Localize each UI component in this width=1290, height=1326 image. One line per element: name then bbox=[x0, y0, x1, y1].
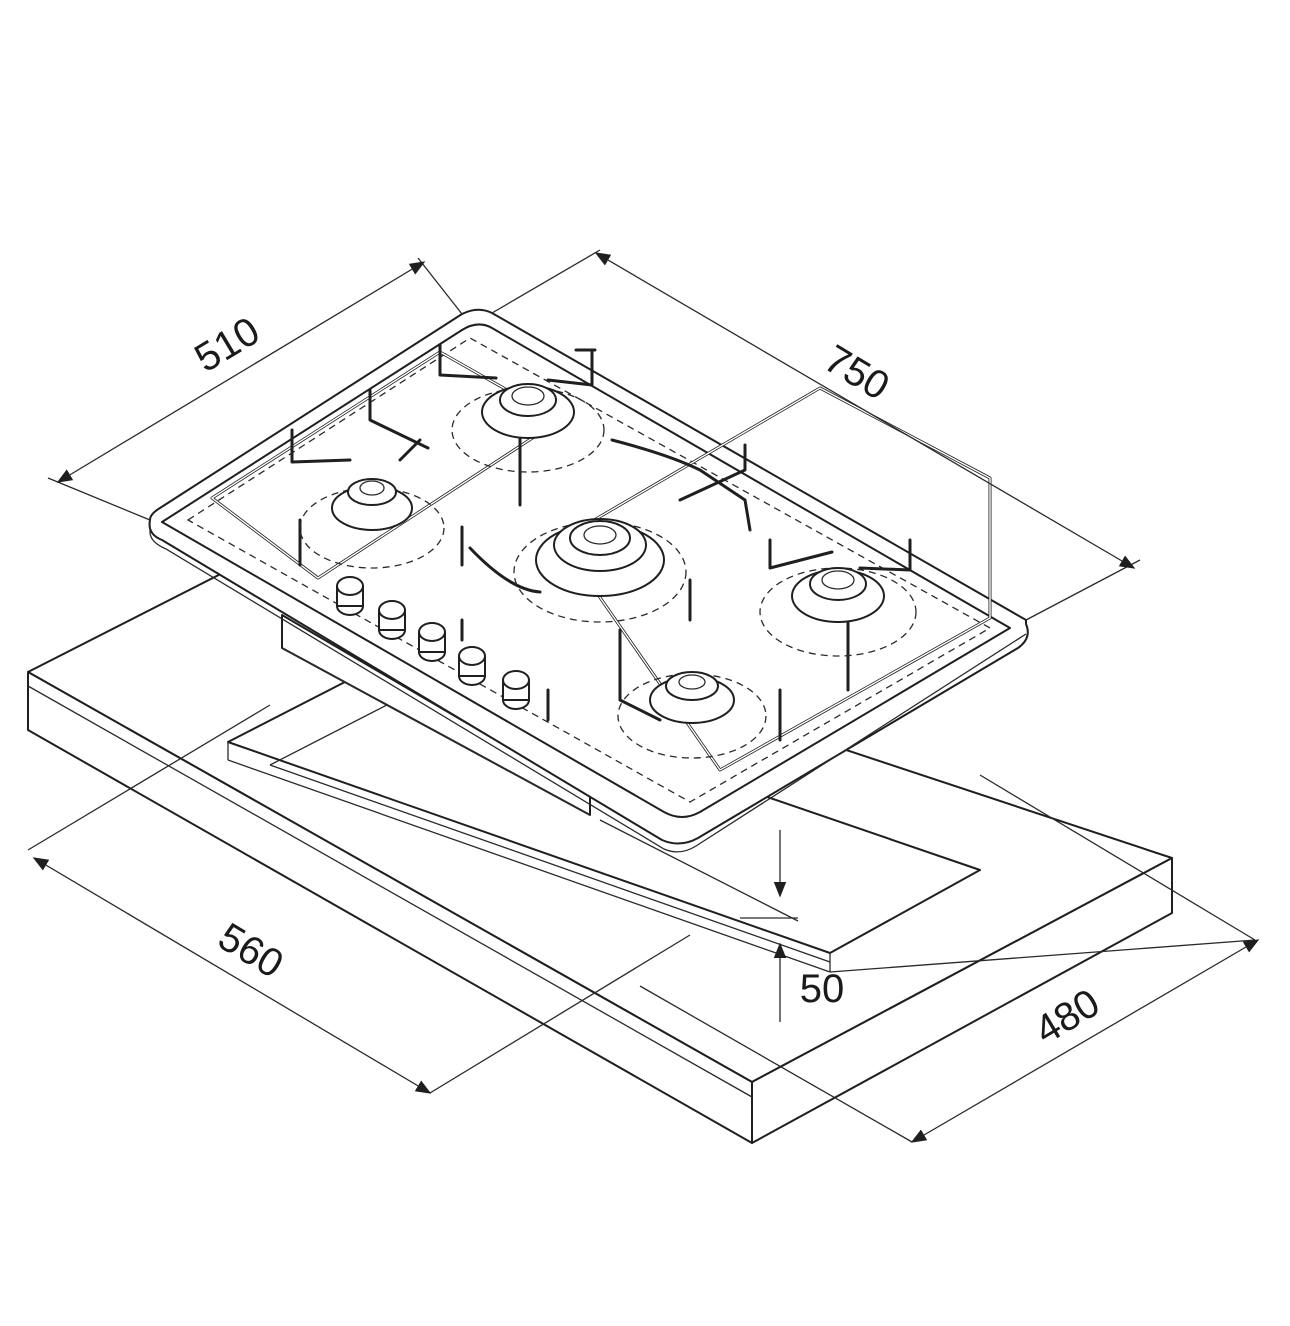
knob-1 bbox=[336, 576, 364, 616]
dimension-50-label: 50 bbox=[800, 967, 845, 1011]
knob-5 bbox=[502, 670, 530, 710]
knob-2 bbox=[378, 600, 406, 640]
knob-4 bbox=[458, 646, 486, 686]
burner-rear-middle bbox=[451, 383, 605, 473]
control-knobs bbox=[336, 576, 530, 710]
knob-3 bbox=[418, 622, 446, 662]
dimension-480-label: 480 bbox=[1027, 981, 1107, 1053]
dimension-50: 50 bbox=[599, 819, 845, 1022]
burner-left bbox=[299, 478, 445, 569]
burner-right bbox=[759, 567, 917, 657]
worktop-cutout bbox=[227, 663, 981, 973]
burner-front bbox=[617, 671, 767, 759]
dimension-560-label: 560 bbox=[211, 915, 291, 987]
dimension-510-label: 510 bbox=[187, 309, 267, 381]
dimension-750-label: 750 bbox=[817, 337, 897, 409]
